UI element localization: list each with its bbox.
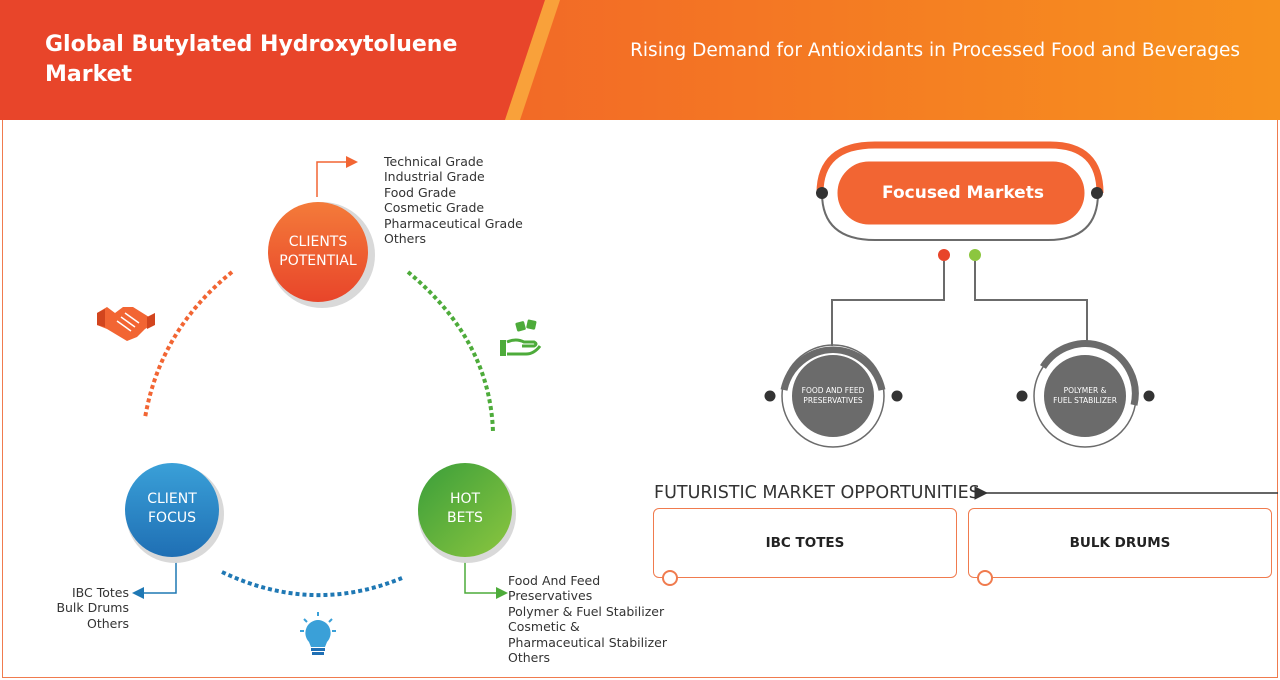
market-circle-polymer-fuel [1016,340,1155,448]
client-focus-list: IBC Totes Bulk Drums Others [30,585,129,631]
hot-bets-list: Food And Feed Preservatives Polymer & Fu… [508,573,667,665]
market-label-polymer-fuel: POLYMER &FUEL STABILIZER [1053,386,1117,405]
page-title: Global Butylated Hydroxytoluene Market [45,32,458,87]
lightbulb-icon [300,612,336,655]
clients-potential-circle [268,202,368,302]
clients-potential-leader [316,156,358,197]
list-item: IBC Totes [71,585,129,600]
list-item: Others [508,650,551,666]
client-focus-circle [125,463,219,557]
opportunities-title: FUTURISTIC MARKET OPPORTUNITIES [654,483,980,503]
hot-bets-label: HOT BETS [447,491,483,526]
connector-arc-blue [221,570,403,598]
list-item: Pharmaceutical Stabilizer [508,634,667,650]
list-item: Cosmetic & [508,619,580,635]
client-focus-label: CLIENT FOCUS [147,491,197,526]
list-item: Polymer & Fuel Stabilizer [508,603,665,619]
hot-bets-leader [464,560,508,599]
list-item: Bulk Drums [56,600,129,616]
pill-right-dot [1091,187,1103,199]
list-item: Preservatives [508,588,593,604]
opportunity-label: BULK DRUMS [1069,535,1171,551]
connector-arc-green [406,270,495,433]
clients-potential-list: Technical Grade Industrial Grade Food Gr… [384,154,523,246]
list-item: Others [384,231,427,247]
list-item: Others [86,615,129,631]
hand-dice-icon [500,319,542,356]
branch-dot-green [969,249,981,261]
opportunity-card-bulk-drums: BULK DRUMS [968,508,1272,586]
clients-potential-label: CLIENTS POTENTIAL [279,234,357,269]
market-circle-food-feed [764,344,903,448]
card-dot [662,570,678,586]
branch-line-right [974,261,1088,346]
focused-markets-label: Focused Markets [882,183,1044,203]
list-item: Food And Feed [508,573,601,588]
opportunity-card-ibc-totes: IBC TOTES [653,508,957,586]
opportunity-label: IBC TOTES [765,535,845,551]
connector-arc-orange [143,270,234,419]
focused-markets-pill [834,158,1088,228]
focused-markets-frame-top [816,141,1104,194]
list-item: Food Grade [384,184,457,200]
list-item: Technical Grade [384,154,484,169]
page-subtitle: Rising Demand for Antioxidants in Proces… [630,40,1240,61]
header-banner: Global Butylated Hydroxytoluene Market R… [0,0,1280,120]
pill-left-dot [816,187,828,199]
hot-bets-circle [418,463,512,557]
card-dot [977,570,993,586]
content-frame [2,120,1278,678]
list-item: Industrial Grade [384,169,485,185]
list-item: Pharmaceutical Grade [384,215,523,231]
client-focus-leader [132,560,177,599]
focused-markets-frame-bottom [821,192,1099,241]
handshake-icon [97,307,155,341]
header-background [0,0,1280,120]
branch-dot-red [938,249,950,261]
list-item: Cosmetic Grade [384,200,485,216]
branch-line-left [831,261,945,346]
